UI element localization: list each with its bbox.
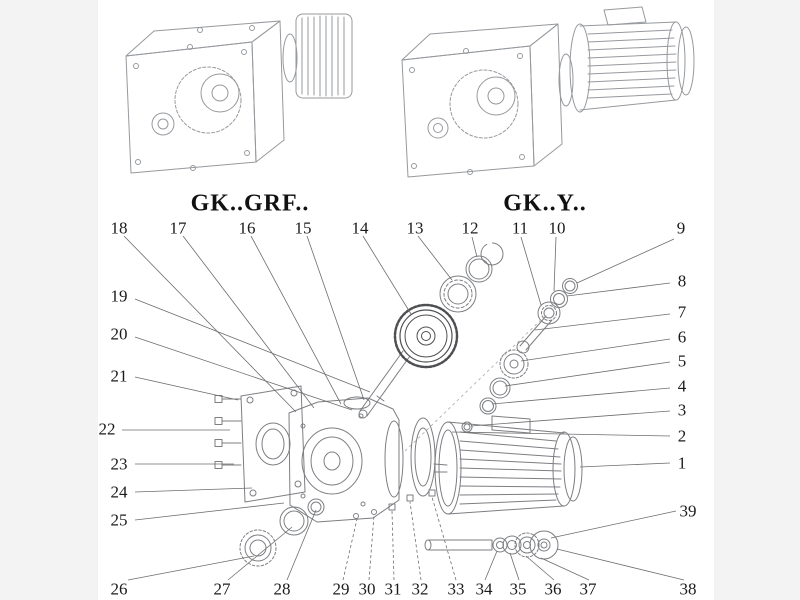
part-callout-24: 24: [110, 482, 128, 502]
part-callout-21: 21: [110, 366, 128, 386]
part-callout-7: 7: [677, 302, 687, 322]
part-callout-16: 16: [238, 218, 256, 238]
input-shaft: [358, 350, 411, 419]
bevel-pinion-assembly: [403, 278, 578, 453]
seal-ring-set: [461, 349, 529, 433]
part-callout-11: 11: [511, 218, 529, 238]
part-callout-27: 27: [213, 579, 231, 599]
part-callout-12: 12: [461, 218, 479, 238]
part-callout-35: 35: [509, 579, 527, 599]
model-designation-right: GK..Y..: [503, 190, 587, 217]
part-callout-20: 20: [110, 324, 128, 344]
exploded-assembly-illustration: [214, 242, 583, 567]
page-sheet: [98, 0, 714, 600]
part-callout-3: 3: [677, 400, 687, 420]
part-callout-19: 19: [110, 286, 128, 306]
part-callout-39: 39: [679, 501, 697, 521]
part-callout-1: 1: [677, 453, 687, 473]
part-callout-29: 29: [332, 579, 350, 599]
part-callout-30: 30: [358, 579, 376, 599]
part-callout-34: 34: [475, 579, 493, 599]
part-callout-36: 36: [544, 579, 562, 599]
part-callout-33: 33: [447, 579, 465, 599]
part-callout-23: 23: [110, 454, 128, 474]
part-callout-18: 18: [110, 218, 128, 238]
part-callout-32: 32: [411, 579, 429, 599]
gearbox-unit-grf-illustration: [125, 13, 353, 174]
input-bearing: [439, 242, 504, 313]
part-callout-37: 37: [579, 579, 597, 599]
motor-adapter-flange: [410, 417, 436, 497]
part-callout-22: 22: [98, 419, 116, 439]
part-callout-9: 9: [676, 218, 686, 238]
part-callout-4: 4: [677, 376, 687, 396]
part-callout-28: 28: [273, 579, 291, 599]
part-callout-31: 31: [384, 579, 402, 599]
gearmotor-unit-y-illustration: [401, 6, 695, 178]
flange-bolt-set: [214, 395, 242, 469]
part-callout-14: 14: [351, 218, 369, 238]
output-shaft-assembly: [424, 530, 559, 560]
part-callout-6: 6: [677, 327, 687, 347]
part-callout-25: 25: [110, 510, 128, 530]
part-callout-2: 2: [677, 426, 687, 446]
part-callout-26: 26: [110, 579, 128, 599]
mounting-flange: [240, 385, 306, 503]
gear-housing: [288, 396, 404, 523]
electric-motor: [433, 415, 583, 515]
model-designation-left: GK..GRF..: [190, 190, 310, 217]
leader-lines: [122, 235, 685, 581]
part-callout-8: 8: [677, 271, 687, 291]
part-callout-10: 10: [548, 218, 566, 238]
helical-gear: [393, 303, 459, 369]
part-callout-13: 13: [406, 218, 424, 238]
part-callout-15: 15: [294, 218, 312, 238]
small-fastener-set: [353, 489, 436, 519]
part-callout-17: 17: [169, 218, 187, 238]
part-callout-5: 5: [677, 351, 687, 371]
output-bearing-set: [239, 498, 325, 567]
part-callout-38: 38: [679, 579, 697, 599]
